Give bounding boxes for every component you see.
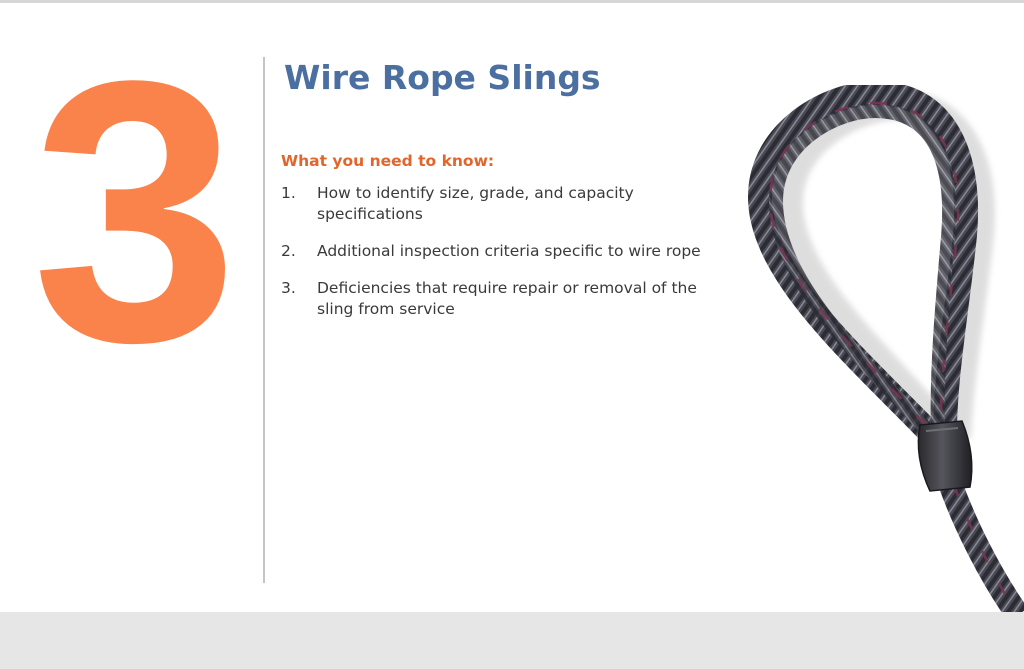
list-item-number: 1. <box>281 184 296 202</box>
list-item-text: Deficiencies that require repair or remo… <box>317 279 697 318</box>
slide-title: Wire Rope Slings <box>284 58 601 97</box>
list-item: 2. Additional inspection criteria specif… <box>281 241 731 262</box>
list-item-number: 2. <box>281 242 296 260</box>
vertical-divider <box>263 57 265 583</box>
subheading: What you need to know: <box>281 152 495 170</box>
list-item-number: 3. <box>281 279 296 297</box>
list-item: 1. How to identify size, grade, and capa… <box>281 183 731 225</box>
slide-canvas[interactable]: 3 Wire Rope Slings What you need to know… <box>0 3 1024 612</box>
list-item: 3. Deficiencies that require repair or r… <box>281 278 731 320</box>
section-number: 3 <box>31 3 239 419</box>
list-item-text: How to identify size, grade, and capacit… <box>317 184 634 223</box>
wire-rope-sling-eye-image <box>747 85 1024 612</box>
bottom-bar <box>0 612 1024 669</box>
top-border <box>0 0 1024 3</box>
list-item-text: Additional inspection criteria specific … <box>317 242 701 260</box>
bullet-list: 1. How to identify size, grade, and capa… <box>281 183 731 336</box>
